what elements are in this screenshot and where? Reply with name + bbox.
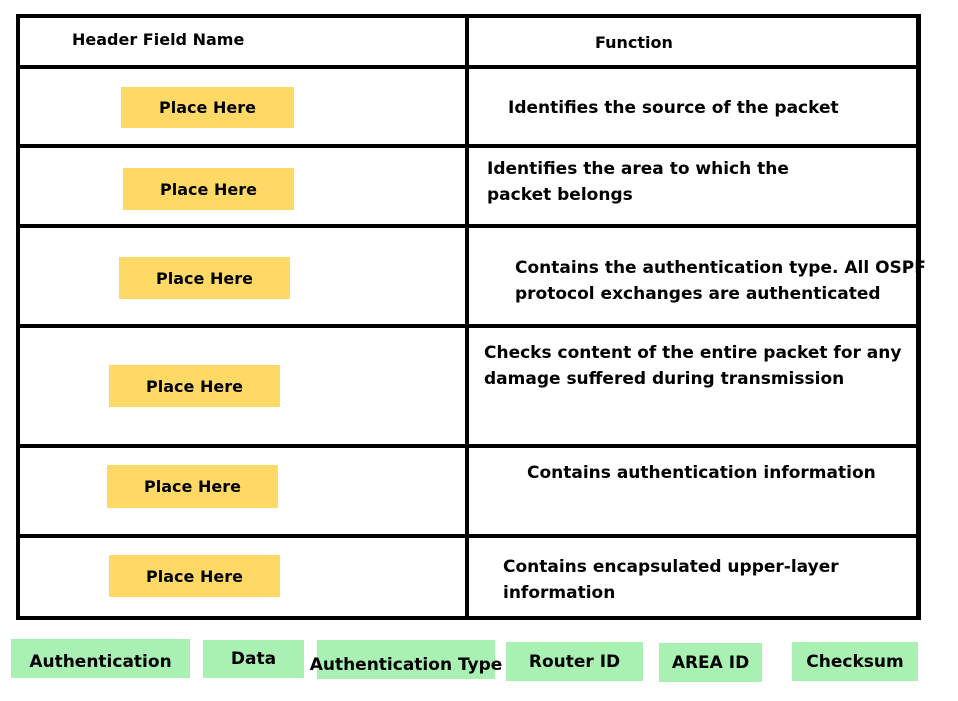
option-authentication[interactable]: Authentication bbox=[11, 639, 190, 678]
row-4-right-cell bbox=[469, 328, 916, 444]
row-3-right-cell bbox=[469, 228, 916, 324]
function-line: Contains encapsulated upper-layer bbox=[503, 557, 839, 577]
option-checksum[interactable]: Checksum bbox=[792, 642, 918, 681]
drop-slot-label: Place Here bbox=[160, 179, 257, 199]
option-router-id[interactable]: Router ID bbox=[506, 642, 643, 681]
row-2-right-cell bbox=[469, 148, 916, 224]
column-header-function: Function bbox=[595, 33, 673, 52]
drop-slot-label: Place Here bbox=[159, 98, 256, 117]
drop-slot-6[interactable]: Place Here bbox=[109, 555, 280, 597]
row-1-right-cell bbox=[469, 69, 916, 144]
drop-slot-label: Place Here bbox=[146, 376, 243, 396]
function-text-3: Contains the authentication type. All OS… bbox=[515, 255, 926, 307]
function-line: Identifies the area to which the bbox=[487, 159, 789, 179]
option-authentication-type[interactable]: Authentication Type bbox=[310, 640, 502, 679]
drop-slot-label: Place Here bbox=[144, 477, 241, 496]
function-line: Identifies the source of the packet bbox=[508, 98, 839, 118]
row-5-right-cell bbox=[469, 448, 916, 534]
option-area-id[interactable]: AREA ID bbox=[659, 643, 762, 682]
drop-slot-label: Place Here bbox=[146, 566, 243, 586]
header-cell-right bbox=[469, 18, 916, 65]
function-line: Contains the authentication type. All OS… bbox=[515, 258, 926, 278]
function-line: packet belongs bbox=[487, 185, 633, 205]
function-text-6: Contains encapsulated upper-layer inform… bbox=[503, 554, 839, 606]
header-cell-left bbox=[20, 18, 465, 65]
drop-slot-5[interactable]: Place Here bbox=[107, 465, 278, 508]
drop-slot-4[interactable]: Place Here bbox=[109, 365, 280, 407]
function-text-1: Identifies the source of the packet bbox=[508, 95, 839, 121]
row-6-right-cell bbox=[469, 538, 916, 616]
function-text-5: Contains authentication information bbox=[527, 460, 876, 486]
option-data[interactable]: Data bbox=[203, 640, 304, 678]
function-line: Contains authentication information bbox=[527, 463, 876, 483]
function-line: information bbox=[503, 583, 616, 603]
function-text-2: Identifies the area to which the packet … bbox=[487, 156, 789, 208]
function-line: Checks content of the entire packet for … bbox=[484, 343, 902, 363]
drag-drop-table bbox=[16, 14, 921, 620]
drop-slot-label: Place Here bbox=[156, 268, 253, 288]
function-line: damage suffered during transmission bbox=[484, 369, 845, 389]
drop-slot-1[interactable]: Place Here bbox=[121, 87, 294, 128]
function-text-4: Checks content of the entire packet for … bbox=[484, 340, 901, 392]
drop-slot-3[interactable]: Place Here bbox=[119, 257, 290, 299]
drop-slot-2[interactable]: Place Here bbox=[123, 168, 294, 210]
function-line: protocol exchanges are authenticated bbox=[515, 284, 881, 304]
column-header-field-name: Header Field Name bbox=[72, 30, 245, 49]
